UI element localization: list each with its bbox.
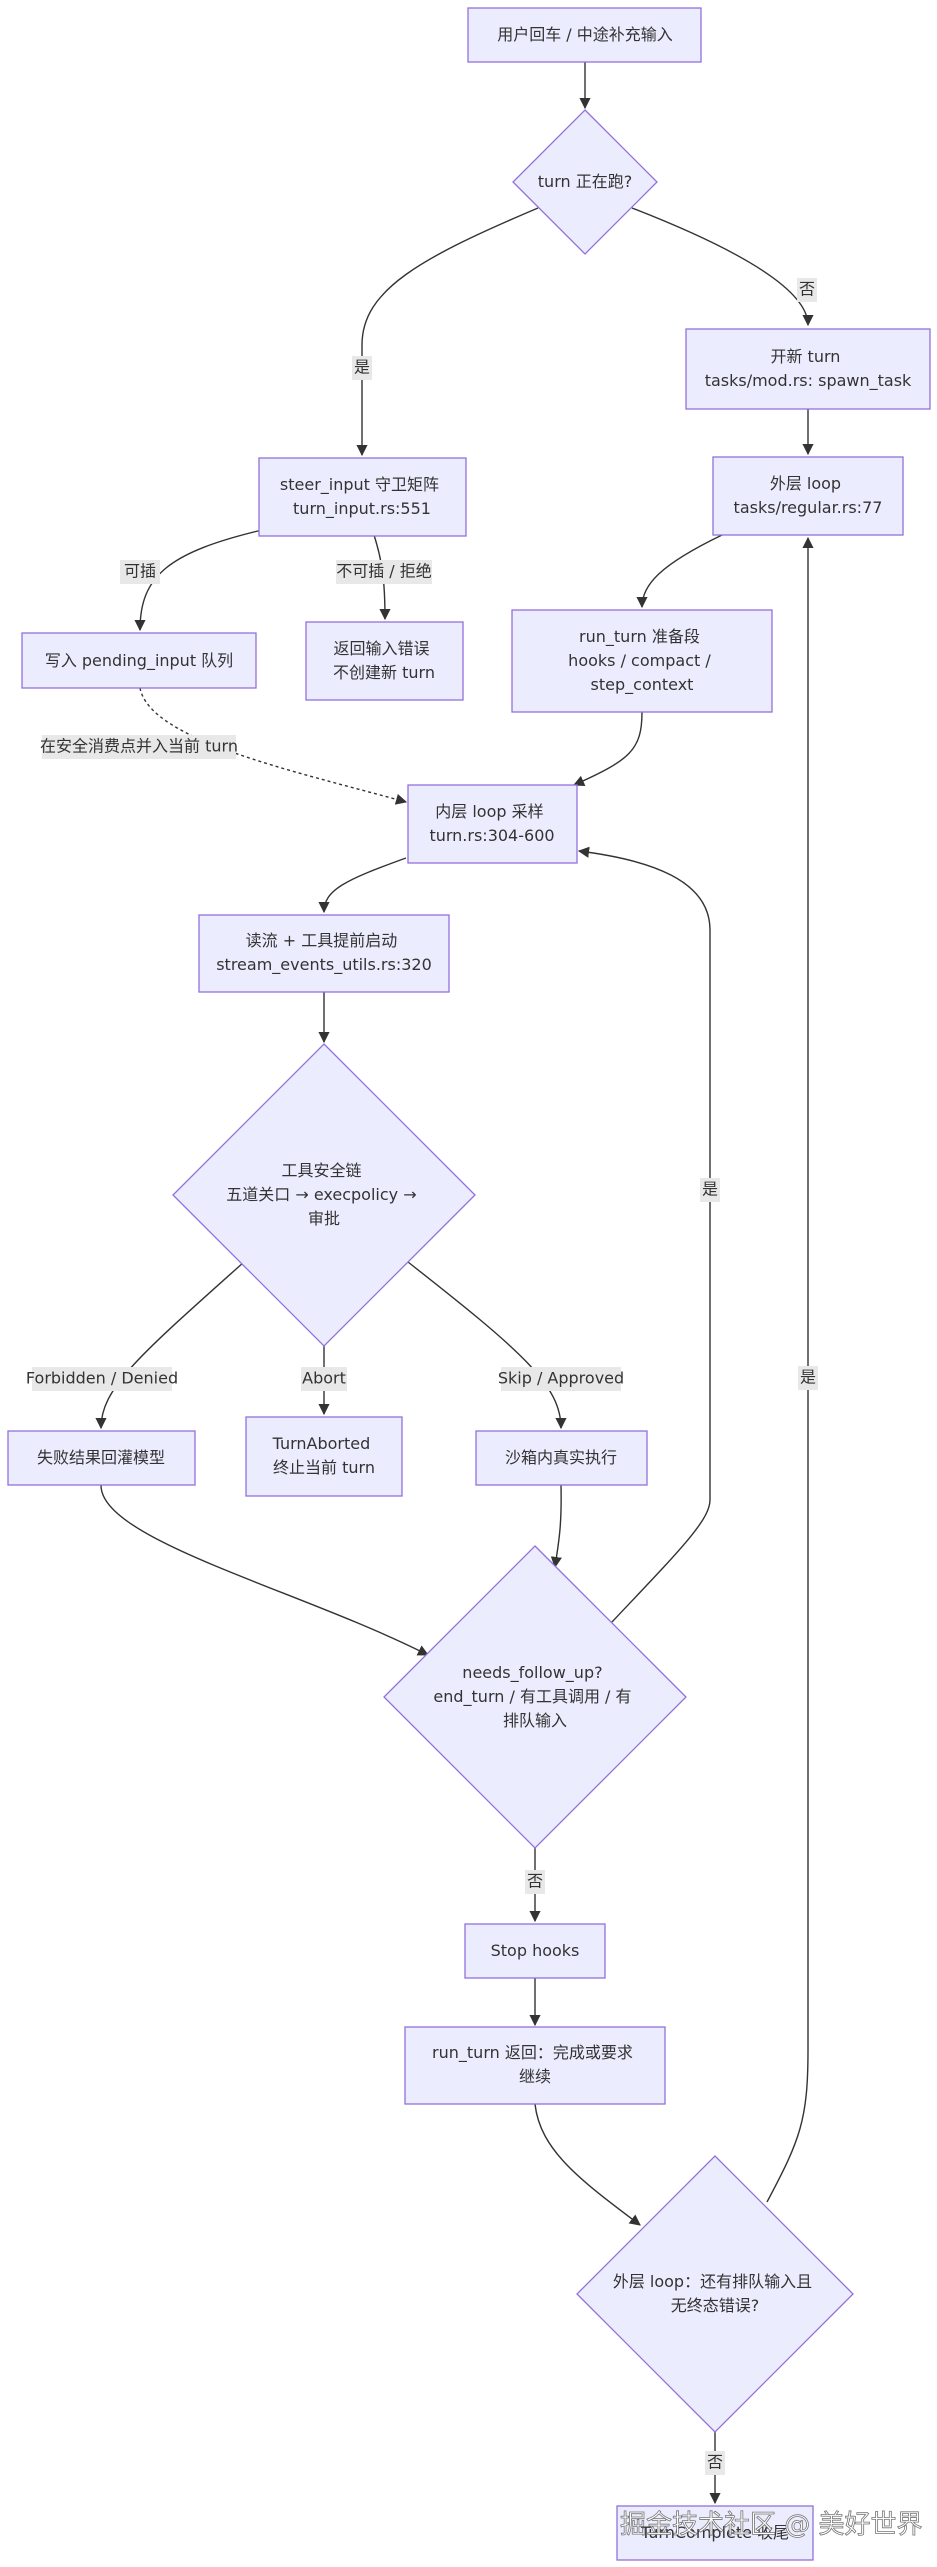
svg-text:run_turn 返回：完成或要求 继续: run_turn 返回：完成或要求 继续 <box>432 2043 638 2086</box>
label-skip-approved: Skip / Approved <box>498 1367 624 1391</box>
node-start: 用户回车 / 中途补充输入 <box>467 7 702 63</box>
node-outer-loop: 外层 loop tasks/regular.rs:77 <box>712 456 904 536</box>
svg-text:Abort: Abort <box>302 1369 346 1388</box>
svg-text:steer_input 守卫矩阵 turn_: steer_input 守卫矩阵 turn_input.rs:551 <box>280 475 444 519</box>
svg-text:失败结果回灌模型: 失败结果回灌模型 <box>37 1448 165 1467</box>
svg-text:可插: 可插 <box>124 562 156 581</box>
edge-tool-to-fail-result <box>95 1261 245 1430</box>
node-run-turn-prep: run_turn 准备段 hooks / compact / step_cont… <box>511 609 773 713</box>
label-can-insert: 可插 <box>120 560 160 584</box>
svg-text:是: 是 <box>800 1368 816 1387</box>
edge-turn-running-to-steer <box>356 207 539 457</box>
edge-outer-to-run-turn-prep <box>636 534 723 609</box>
node-turn-running: turn 正在跑? <box>512 109 658 255</box>
node-outer-check: 外层 loop：还有排队输入且 无终态错误? <box>576 2155 854 2433</box>
node-write-pending: 写入 pending_input 队列 <box>21 632 257 689</box>
svg-text:用户回车 / 中途补充输入: 用户回车 / 中途补充输入 <box>497 25 673 44</box>
edge-fail-result-to-follow-up <box>100 1484 429 1656</box>
node-turn-complete: TurnComplete 收尾 <box>616 2505 814 2561</box>
edge-outer-check-to-outer-loop <box>766 536 814 2203</box>
svg-text:外层 loop tasks/regular.: 外层 loop tasks/regular.rs:77 <box>734 474 883 517</box>
svg-text:在安全消费点并入当前 turn: 在安全消费点并入当前 turn <box>40 737 238 756</box>
label-forbidden: Forbidden / Denied <box>26 1367 178 1391</box>
label-cannot-insert: 不可插 / 拒绝 <box>336 560 432 584</box>
label-abort: Abort <box>301 1367 347 1391</box>
svg-text:TurnComplete 收尾: TurnComplete 收尾 <box>640 2523 789 2542</box>
edge-steer-to-write-pending <box>134 529 263 632</box>
node-read-stream: 读流 + 工具提前启动 stream_events_utils.rs:320 <box>198 914 450 993</box>
edge-run-turn-return-to-outer-check <box>534 2103 641 2226</box>
edge-labels: 是 否 可插 不可插 / 拒绝 在安全消费点并入当前 turn Forbidde… <box>26 278 818 2475</box>
edge-follow-up-to-inner-loop <box>577 846 711 1623</box>
svg-text:是: 是 <box>702 1180 718 1199</box>
svg-text:turn 正在跑?: turn 正在跑? <box>538 172 632 191</box>
node-new-turn: 开新 turn tasks/mod.rs: spawn_task <box>685 328 931 410</box>
svg-text:TurnAborted 终止当前 turn: TurnAborted 终止当前 turn <box>272 1434 376 1477</box>
svg-text:否: 否 <box>707 2453 723 2472</box>
node-sandbox-exec: 沙箱内真实执行 <box>475 1430 648 1486</box>
label-no-stop: 否 <box>525 1870 545 1894</box>
svg-text:返回输入错误 不创建新 turn: 返回输入错误 不创建新 turn <box>333 639 435 682</box>
edge-turn-running-to-new-turn <box>631 207 814 327</box>
node-fail-result: 失败结果回灌模型 <box>7 1430 196 1486</box>
node-tool-chain: 工具安全链 五道关口 → execpolicy → 审批 <box>172 1043 476 1347</box>
label-merge-safe: 在安全消费点并入当前 turn <box>40 735 238 759</box>
svg-text:工具安全链 五道关口 → execpolic: 工具安全链 五道关口 → execpolicy → 审批 <box>226 1161 421 1228</box>
svg-text:否: 否 <box>527 1872 543 1891</box>
edge-inner-loop-to-read-stream <box>318 857 407 914</box>
node-turn-aborted: TurnAborted 终止当前 turn <box>245 1416 403 1497</box>
node-needs-follow-up: needs_follow_up? end_turn / 有工具调用 / 有 排队… <box>383 1545 687 1849</box>
svg-text:Forbidden / Denied: Forbidden / Denied <box>26 1369 178 1388</box>
svg-text:开新 turn tasks/mod.rs:: 开新 turn tasks/mod.rs: spawn_task <box>705 347 912 391</box>
label-no-new: 否 <box>797 278 817 302</box>
svg-text:外层 loop：还有排队输入且 无终态错误?: 外层 loop：还有排队输入且 无终态错误? <box>613 2272 817 2315</box>
watermark: 掘金技术社区 @ 美好世界 <box>620 2510 923 2540</box>
edge-sandbox-to-follow-up <box>550 1484 562 1569</box>
nodes: 用户回车 / 中途补充输入 turn 正在跑? 开新 turn tasks/mo… <box>7 7 931 2561</box>
edge-run-turn-prep-to-inner-loop <box>572 711 643 787</box>
node-steer-input: steer_input 守卫矩阵 turn_input.rs:551 <box>258 457 467 537</box>
svg-text:是: 是 <box>354 358 370 377</box>
svg-text:否: 否 <box>799 280 815 299</box>
svg-text:读流 + 工具提前启动 stream_eve: 读流 + 工具提前启动 stream_events_utils.rs:320 <box>216 931 432 975</box>
node-inner-loop: 内层 loop 采样 turn.rs:304-600 <box>407 784 578 864</box>
label-no-complete: 否 <box>705 2451 725 2475</box>
svg-text:沙箱内真实执行: 沙箱内真实执行 <box>505 1448 617 1467</box>
label-yes-steer: 是 <box>352 356 372 380</box>
node-return-error: 返回输入错误 不创建新 turn <box>305 621 464 701</box>
edges <box>95 62 814 2505</box>
svg-text:run_turn 准备段 hooks / c: run_turn 准备段 hooks / compact / step_cont… <box>568 627 716 695</box>
node-stop-hooks: Stop hooks <box>464 1923 606 1979</box>
svg-text:不可插 / 拒绝: 不可插 / 拒绝 <box>336 562 432 581</box>
svg-text:内层 loop 采样 turn.rs:304: 内层 loop 采样 turn.rs:304-600 <box>429 802 554 845</box>
svg-text:写入 pending_input 队列: 写入 pending_input 队列 <box>45 651 233 671</box>
edge-tool-to-sandbox <box>407 1261 567 1430</box>
label-yes-outer: 是 <box>798 1366 818 1390</box>
svg-text:needs_follow_up? end_t: needs_follow_up? end_turn / 有工具调用 / 有 排队… <box>433 1663 636 1730</box>
svg-text:Stop hooks: Stop hooks <box>491 1941 580 1960</box>
svg-text:Skip / Approved: Skip / Approved <box>498 1369 624 1388</box>
label-yes-inner: 是 <box>700 1178 720 1202</box>
node-run-turn-return: run_turn 返回：完成或要求 继续 <box>404 2026 666 2105</box>
